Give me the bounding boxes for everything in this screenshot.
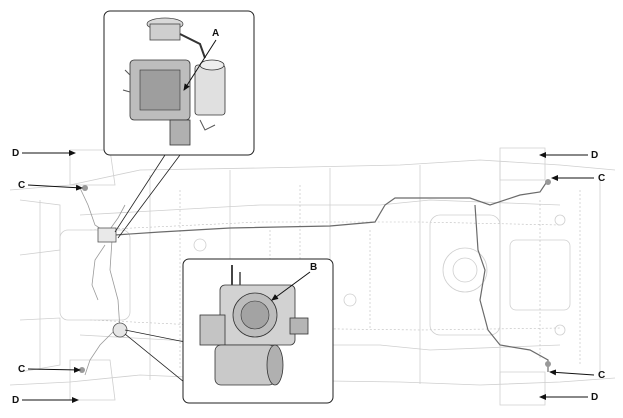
right-markers: D C C D (539, 150, 605, 403)
label-b: B (310, 262, 317, 273)
left-markers: D C C D (12, 148, 83, 406)
brake-lines (79, 179, 549, 376)
callout-box-a: A (103, 10, 255, 239)
label-c-rear-right: C (598, 370, 605, 381)
label-d-front-right: D (591, 150, 598, 161)
label-d-front-left: D (12, 148, 19, 159)
front-valve-cluster (79, 179, 551, 373)
label-c-front-left: C (18, 180, 25, 191)
label-d-rear-right: D (591, 392, 598, 403)
label-a: A (212, 28, 219, 39)
label-d-rear-left: D (12, 395, 19, 406)
label-c-front-right: C (598, 173, 605, 184)
callout-box-b: B (124, 258, 334, 404)
label-c-rear-left: C (18, 364, 25, 375)
